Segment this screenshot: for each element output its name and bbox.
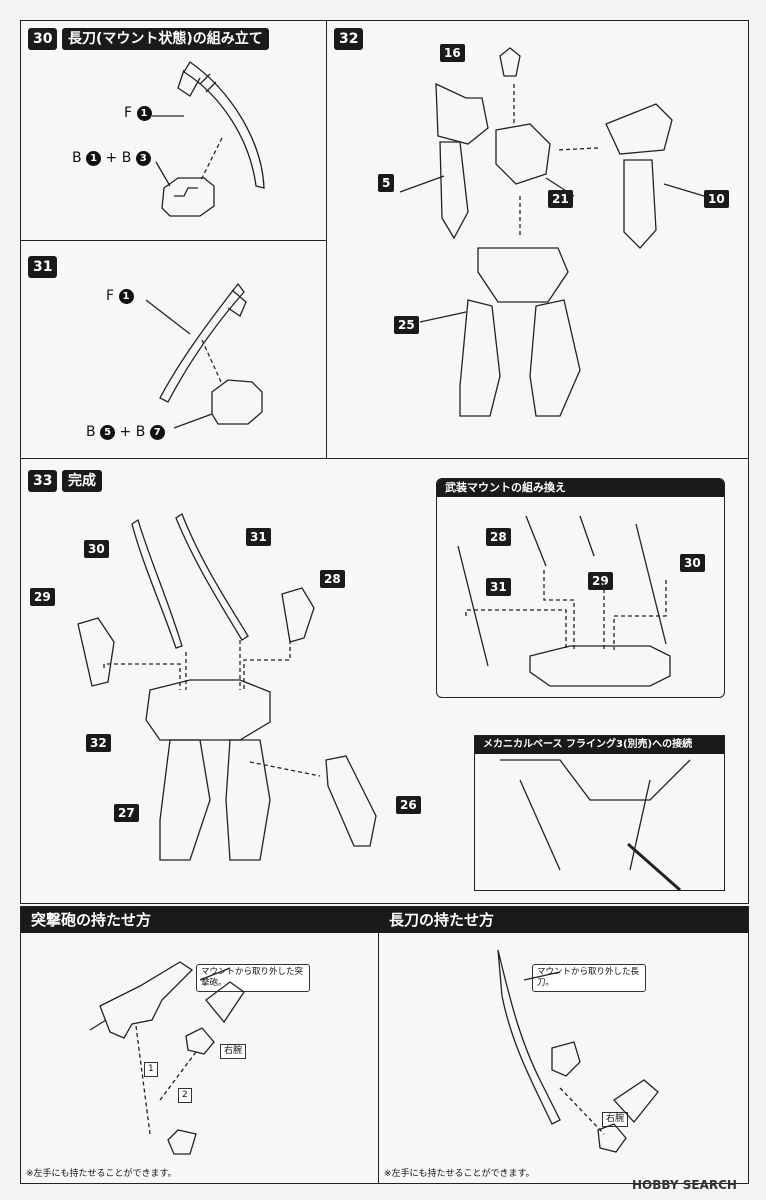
callout-10: 10 — [704, 190, 729, 208]
rifle-icon — [77, 587, 315, 687]
watermark: HOBBY SEARCH — [632, 1178, 737, 1192]
rifle-icon — [89, 961, 194, 1039]
part-label-f1: F 1 — [106, 288, 134, 304]
callout-30: 30 — [680, 554, 705, 572]
callout-28: 28 — [486, 528, 511, 546]
base-connect-box — [474, 735, 725, 891]
part-number-circle: 5 — [100, 424, 116, 440]
mount-block-icon — [211, 379, 263, 425]
sword-holding-title: 長刀の持たせ方 — [379, 907, 748, 933]
mount-swap-box — [436, 478, 725, 698]
step-number-32: 32 — [334, 28, 364, 50]
left-hand-note: ※左手にも持たせることができます。 — [384, 1169, 535, 1179]
step-tag-1: 1 — [144, 1062, 158, 1077]
leader-line — [399, 175, 445, 193]
part-number-circle: 1 — [136, 105, 152, 121]
sword-icon — [131, 513, 249, 649]
leader-line — [419, 311, 467, 323]
hand-icon — [597, 1079, 659, 1153]
leader-line — [545, 177, 575, 197]
callout-16: 16 — [440, 44, 465, 62]
leader-line — [663, 183, 705, 197]
left-hand-note: ※左手にも持たせることができます。 — [26, 1169, 177, 1179]
part-label-b5-b7: B 5 + B 7 — [86, 424, 165, 440]
leader-line — [155, 161, 171, 187]
runner-f-label: F — [124, 105, 133, 121]
mount-block-icon — [529, 645, 671, 687]
step-tag-2: 2 — [178, 1088, 192, 1103]
part-number-circle: 7 — [149, 424, 165, 440]
sword-icon — [325, 755, 377, 847]
part-number-circle: 1 — [86, 150, 102, 166]
panel-rifle-holding — [20, 906, 380, 1184]
runner-b-label: B — [72, 150, 82, 166]
hand-icon — [167, 981, 245, 1155]
callout-30: 30 — [84, 540, 109, 558]
sword-icon — [159, 282, 247, 403]
step-number-30: 30 — [28, 28, 58, 50]
callout-25: 25 — [394, 316, 419, 334]
callout-31: 31 — [486, 578, 511, 596]
callout-21: 21 — [548, 190, 573, 208]
part-label-f1: F 1 — [124, 105, 152, 121]
callout-28: 28 — [320, 570, 345, 588]
runner-b-label: B — [86, 424, 96, 440]
callout-29: 29 — [30, 588, 55, 606]
rifle-bubble: マウントから取り外した突撃砲。 — [196, 964, 310, 992]
plus-sign: + — [119, 424, 132, 440]
dashed-guide — [199, 137, 223, 183]
sword-icon — [497, 949, 581, 1125]
right-arm-tag: 右腕 — [220, 1044, 247, 1059]
callout-26: 26 — [396, 796, 421, 814]
step-number-33: 33 — [28, 470, 58, 492]
part-label-b1-b3: B 1 + B 3 — [72, 150, 151, 166]
callout-5: 5 — [378, 174, 395, 192]
step-33-title: 完成 — [62, 470, 102, 492]
runner-b-label: B — [121, 150, 132, 166]
callout-31: 31 — [246, 528, 271, 546]
panel-step-31 — [20, 240, 328, 460]
mount-swap-title: 武装マウントの組み換え — [437, 479, 724, 497]
part-number-circle: 3 — [135, 150, 151, 166]
stand-arm-icon — [627, 842, 681, 892]
step-number-31: 31 — [28, 256, 58, 278]
leader-line — [173, 413, 213, 429]
callout-27: 27 — [114, 804, 139, 822]
leader-line — [523, 971, 561, 981]
robot-torso-icon — [145, 679, 271, 861]
sword-icon — [177, 61, 265, 189]
mount-block-icon — [161, 177, 215, 217]
runner-b-label: B — [135, 424, 146, 440]
dashed-guide — [201, 339, 223, 385]
base-connect-title: メカニカルベース フライング3(別売)への接続 — [475, 736, 724, 754]
runner-f-label: F — [106, 288, 115, 304]
part-number-circle: 1 — [118, 288, 134, 304]
sword-bubble: マウントから取り外した長刀。 — [532, 964, 646, 992]
callout-32: 32 — [86, 734, 111, 752]
robot-torso-icon — [500, 759, 691, 871]
panel-step-30 — [20, 20, 328, 242]
leader-line — [199, 967, 231, 981]
step-30-title: 長刀(マウント状態)の組み立て — [62, 28, 269, 50]
robot-legs-icon — [459, 247, 581, 417]
rifle-holding-title: 突撃砲の持たせ方 — [21, 907, 379, 933]
sword-icon — [457, 515, 667, 667]
robot-torso-icon — [435, 47, 673, 249]
right-arm-tag: 右腕 — [602, 1112, 629, 1127]
leader-line — [145, 299, 191, 335]
plus-sign: + — [105, 150, 118, 166]
